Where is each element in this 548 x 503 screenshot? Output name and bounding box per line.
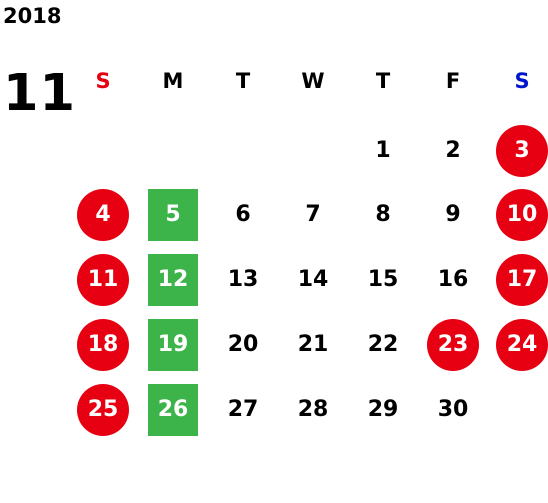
day-cell[interactable]: 14 — [297, 267, 329, 292]
day-cell-holiday[interactable]: 11 — [77, 254, 129, 306]
day-cell[interactable]: 16 — [437, 267, 469, 292]
day-cell[interactable]: 2 — [445, 138, 461, 163]
day-cell[interactable]: 29 — [367, 397, 399, 422]
day-cell[interactable]: 8 — [375, 202, 391, 227]
day-cell[interactable]: 1 — [375, 138, 391, 163]
day-cell[interactable]: 21 — [297, 332, 329, 357]
day-cell[interactable]: 22 — [367, 332, 399, 357]
day-cell-marked[interactable]: 26 — [148, 384, 198, 436]
weekday-label-6: S — [514, 69, 530, 93]
calendar-year: 2018 — [3, 4, 62, 28]
day-cell-holiday[interactable]: 24 — [496, 319, 548, 371]
day-cell-marked[interactable]: 5 — [148, 189, 198, 241]
day-cell-marked[interactable]: 12 — [148, 254, 198, 306]
day-cell-holiday[interactable]: 18 — [77, 319, 129, 371]
weekday-label-1: M — [162, 69, 184, 93]
calendar-month: 11 — [3, 64, 76, 123]
weekday-label-2: T — [235, 69, 251, 93]
day-cell[interactable]: 13 — [227, 267, 259, 292]
day-cell-holiday[interactable]: 4 — [77, 189, 129, 241]
weekday-label-3: W — [301, 69, 325, 93]
day-cell-marked[interactable]: 19 — [148, 319, 198, 371]
day-cell[interactable]: 6 — [235, 202, 251, 227]
weekday-label-4: T — [375, 69, 391, 93]
day-cell[interactable]: 9 — [445, 202, 461, 227]
day-cell-holiday[interactable]: 10 — [496, 189, 548, 241]
day-cell-holiday[interactable]: 23 — [427, 319, 479, 371]
day-cell[interactable]: 15 — [367, 267, 399, 292]
weekday-label-0: S — [95, 69, 111, 93]
day-cell-holiday[interactable]: 17 — [496, 254, 548, 306]
day-cell[interactable]: 27 — [227, 397, 259, 422]
day-cell[interactable]: 30 — [437, 397, 469, 422]
day-cell[interactable]: 7 — [305, 202, 321, 227]
day-cell-holiday[interactable]: 25 — [77, 384, 129, 436]
weekday-label-5: F — [445, 69, 461, 93]
day-cell[interactable]: 20 — [227, 332, 259, 357]
day-cell[interactable]: 28 — [297, 397, 329, 422]
day-cell-holiday[interactable]: 3 — [496, 125, 548, 177]
